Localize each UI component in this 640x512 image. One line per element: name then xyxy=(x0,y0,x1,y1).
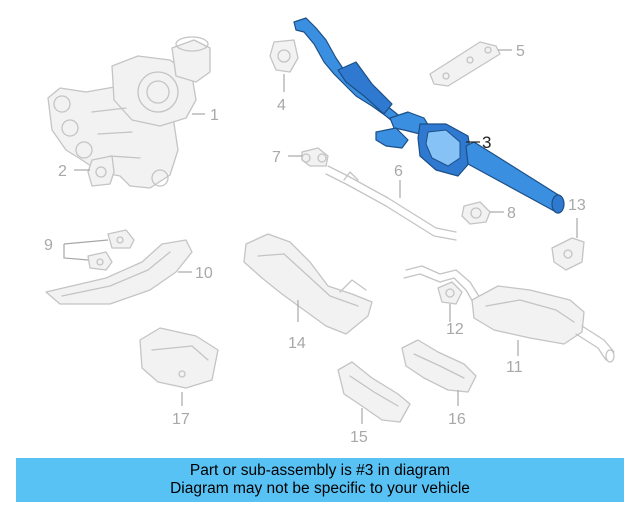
part-14-heat-shield[interactable] xyxy=(243,233,373,335)
callout-3: 3 xyxy=(482,133,491,152)
part-8-hanger[interactable] xyxy=(461,201,491,225)
part-6-intermediate-pipe[interactable] xyxy=(325,165,457,241)
part-12-mount[interactable] xyxy=(437,281,463,305)
part-2-gasket[interactable] xyxy=(87,155,115,187)
callout-9: 9 xyxy=(44,237,53,254)
part-5-bracket[interactable] xyxy=(429,41,501,87)
callout-14: 14 xyxy=(288,335,306,352)
callout-8: 8 xyxy=(507,205,516,222)
callout-4: 4 xyxy=(277,97,286,114)
callout-7: 7 xyxy=(272,149,281,166)
part-17-shield[interactable] xyxy=(139,327,219,389)
part-1-turbo-manifold[interactable] xyxy=(47,36,211,189)
banner-line-2: Diagram may not be specific to your vehi… xyxy=(170,480,470,497)
banner-line-1: Part or sub-assembly is #3 in diagram xyxy=(189,462,451,479)
callout-16: 16 xyxy=(448,411,466,428)
part-15-heat-shield[interactable] xyxy=(337,361,411,423)
callout-12: 12 xyxy=(446,321,464,338)
part-7-clamp[interactable] xyxy=(301,147,329,167)
callout-10: 10 xyxy=(195,265,213,282)
callout-5: 5 xyxy=(516,43,525,60)
part-9-mounts[interactable] xyxy=(87,229,135,271)
callout-11: 11 xyxy=(506,359,523,376)
info-banner: Part or sub-assembly is #3 in diagram Di… xyxy=(16,458,624,502)
part-3-catalytic-converter-pipe[interactable] xyxy=(293,17,565,214)
callout-17: 17 xyxy=(172,411,190,428)
part-13-bracket[interactable] xyxy=(551,237,585,271)
part-11-muffler[interactable] xyxy=(403,265,615,363)
part-10-heat-shield[interactable] xyxy=(45,239,193,305)
callout-2: 2 xyxy=(58,163,67,180)
part-4-gasket[interactable] xyxy=(269,39,299,73)
part-16-heat-shield[interactable] xyxy=(401,339,477,393)
callout-6: 6 xyxy=(394,163,403,180)
callout-15: 15 xyxy=(350,429,368,446)
callout-13: 13 xyxy=(568,197,586,214)
callout-1: 1 xyxy=(210,107,219,124)
